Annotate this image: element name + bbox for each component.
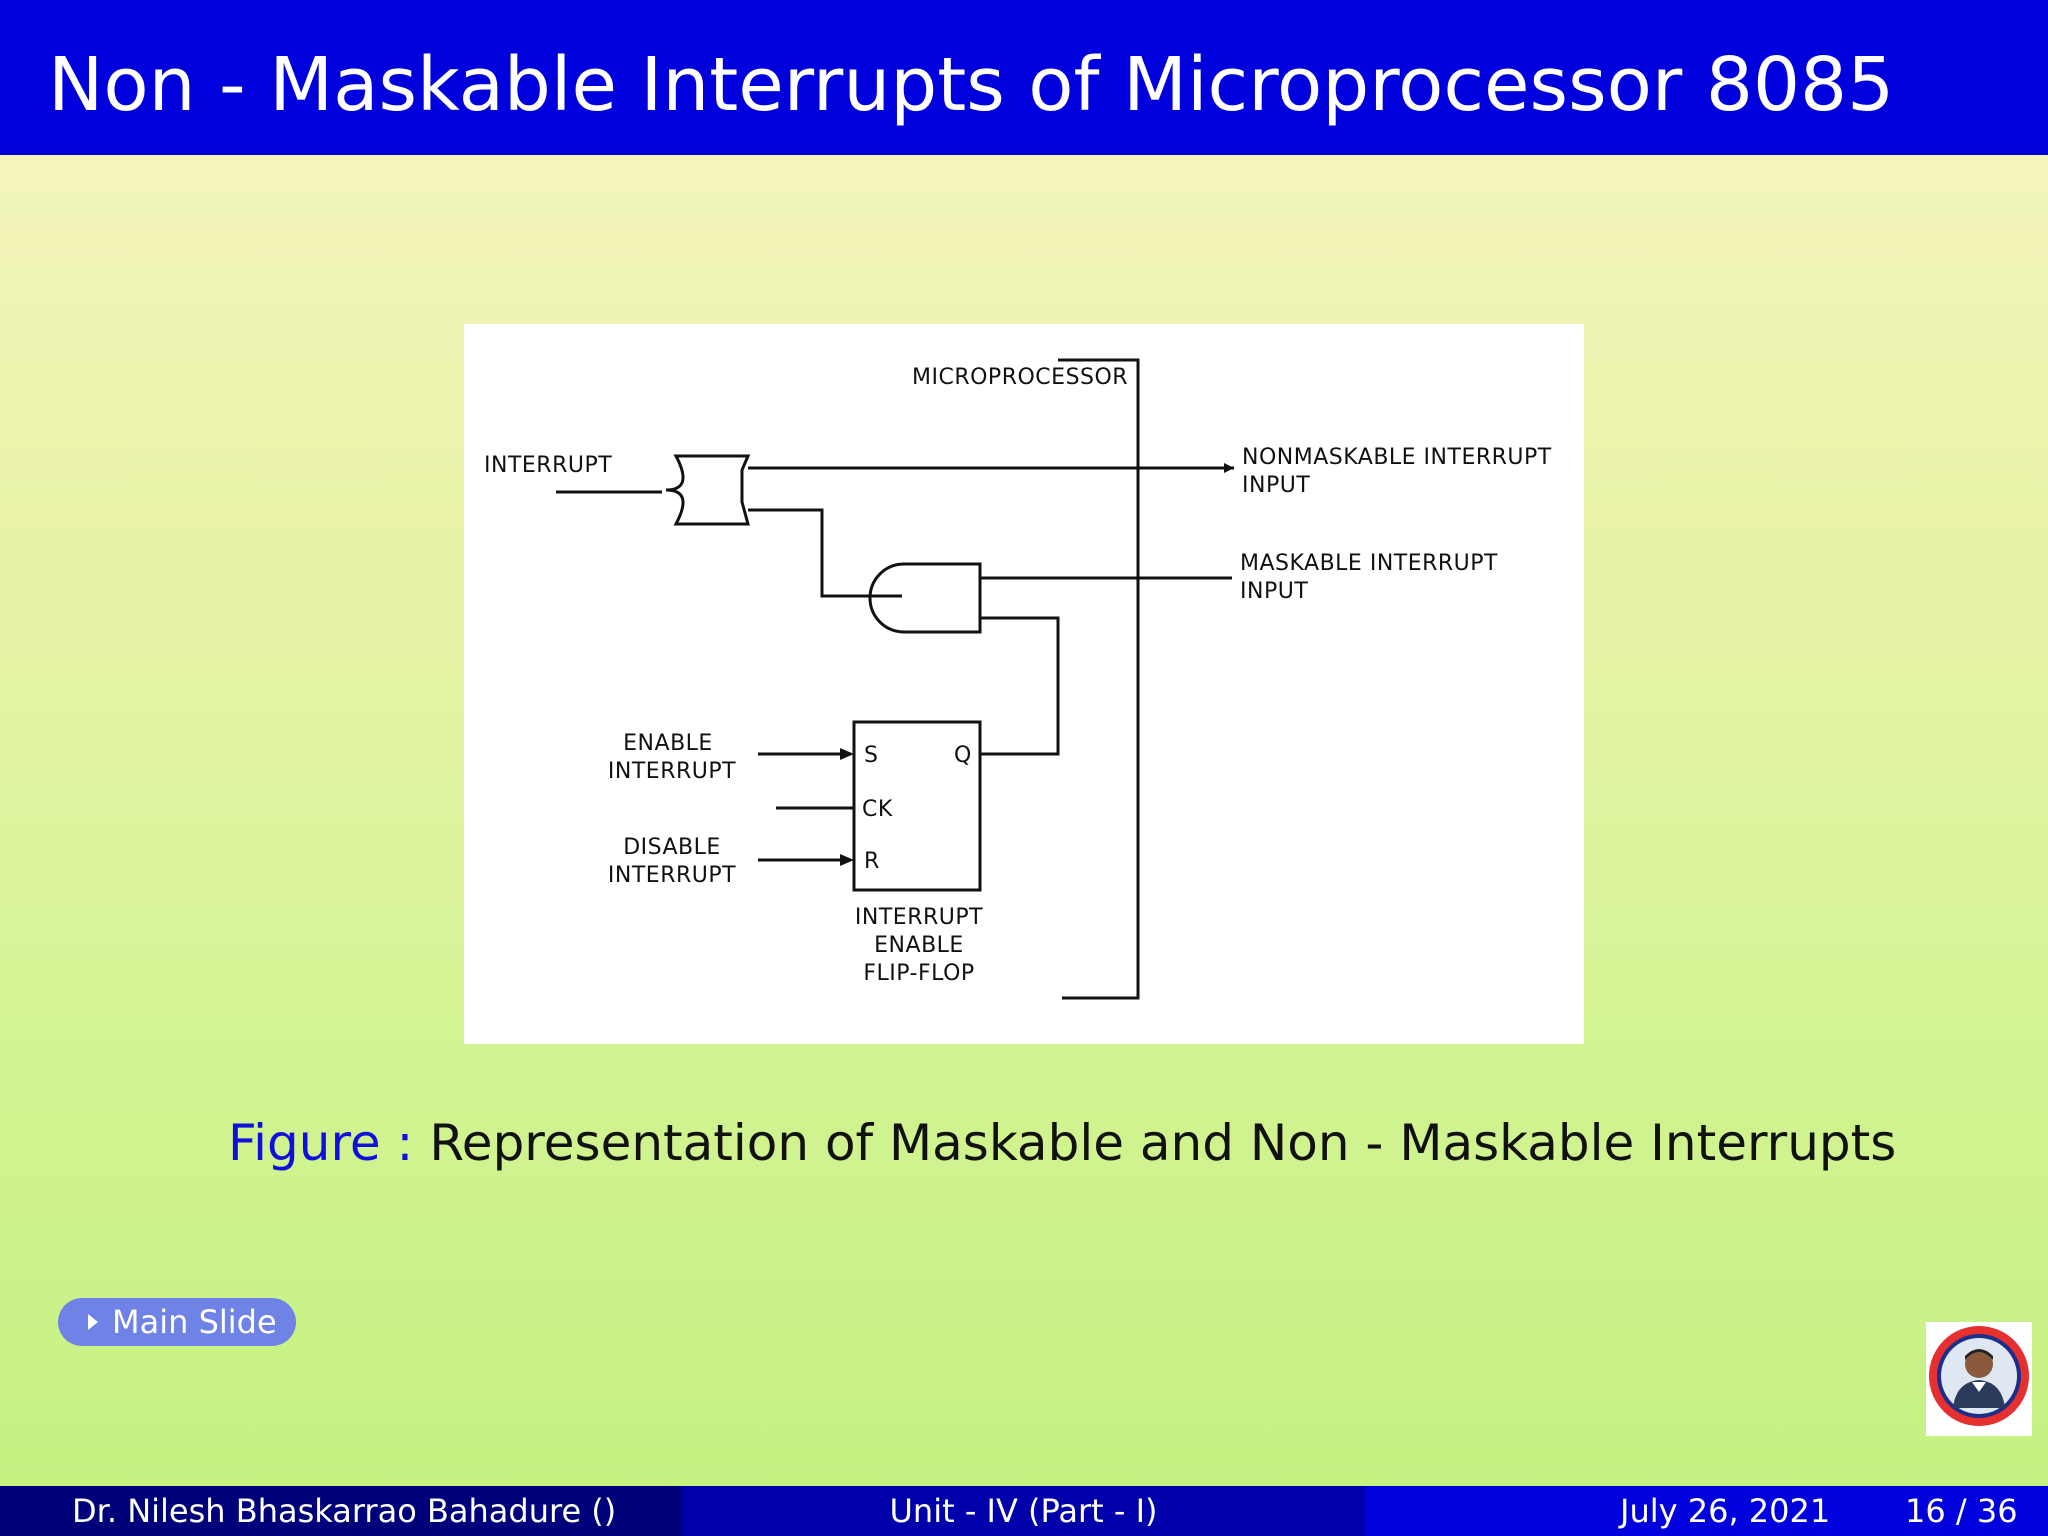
pin-s-label: S [864,743,878,768]
figure-caption-text: Representation of Maskable and Non - Mas… [429,1114,1897,1172]
interrupt-label: INTERRUPT [484,453,612,478]
flip-flop-label-line1: INTERRUPT [855,905,983,930]
footer-author-section: Dr. Nilesh Bhaskarrao Bahadure () [0,1486,682,1536]
or-to-and-line [748,508,902,598]
footer-unit: Unit - IV (Part - I) [889,1492,1158,1530]
footer-date-section: July 26, 2021 16 / 36 [1365,1486,2048,1536]
maskable-label-line1: MASKABLE INTERRUPT [1240,551,1498,576]
and-gate [868,562,982,634]
pin-q-label: Q [954,743,972,768]
flip-flop-label-line3: FLIP-FLOP [863,961,974,986]
figure-caption-prefix: Figure : [228,1114,414,1172]
enable-arrow-icon [840,748,854,760]
nonmaskable-label-line2: INPUT [1242,473,1310,498]
footer-unit-section: Unit - IV (Part - I) [682,1486,1365,1536]
microprocessor-boundary [1058,358,1140,1000]
enable-label-line2: INTERRUPT [608,759,736,784]
footer-date: July 26, 2021 [1620,1492,1831,1530]
flip-flop-label-line2: ENABLE [874,933,964,958]
main-slide-button[interactable]: Main Slide [58,1298,296,1346]
figure-caption: Figure : Representation of Maskable and … [228,1108,1896,1178]
disable-label-line2: INTERRUPT [608,863,736,888]
disable-arrow-icon [840,854,854,866]
pin-ck-label: CK [862,797,893,822]
slide-title: Non - Maskable Interrupts of Microproces… [48,42,1895,128]
nonmaskable-arrow-icon [1224,463,1234,473]
nonmaskable-label-line1: NONMASKABLE INTERRUPT [1242,445,1552,470]
footer-author: Dr. Nilesh Bhaskarrao Bahadure () [72,1492,617,1530]
disable-label-line1: DISABLE [623,835,721,860]
q-to-and-line [980,616,1060,756]
footer-page-number: 16 / 36 [1905,1492,2018,1530]
flip-flop-box [852,720,982,892]
or-gate [665,454,751,526]
academy-logo-svg [1926,1322,2032,1436]
title-bar: Non - Maskable Interrupts of Microproces… [0,0,2048,155]
interrupt-diagram: MICROPROCESSOR INTERRUPT NONMASKABLE INT… [464,324,1584,1044]
microprocessor-label: MICROPROCESSOR [912,365,1128,390]
main-slide-label: Main Slide [112,1303,277,1341]
maskable-label-line2: INPUT [1240,579,1308,604]
enable-label-line1: ENABLE [623,731,713,756]
interrupt-diagram-svg: MICROPROCESSOR INTERRUPT NONMASKABLE INT… [484,358,1552,1000]
pin-r-label: R [864,849,880,874]
footer: Dr. Nilesh Bhaskarrao Bahadure () Unit -… [0,1486,2048,1536]
triangle-right-icon [88,1314,98,1330]
academy-logo-icon [1926,1322,2032,1436]
